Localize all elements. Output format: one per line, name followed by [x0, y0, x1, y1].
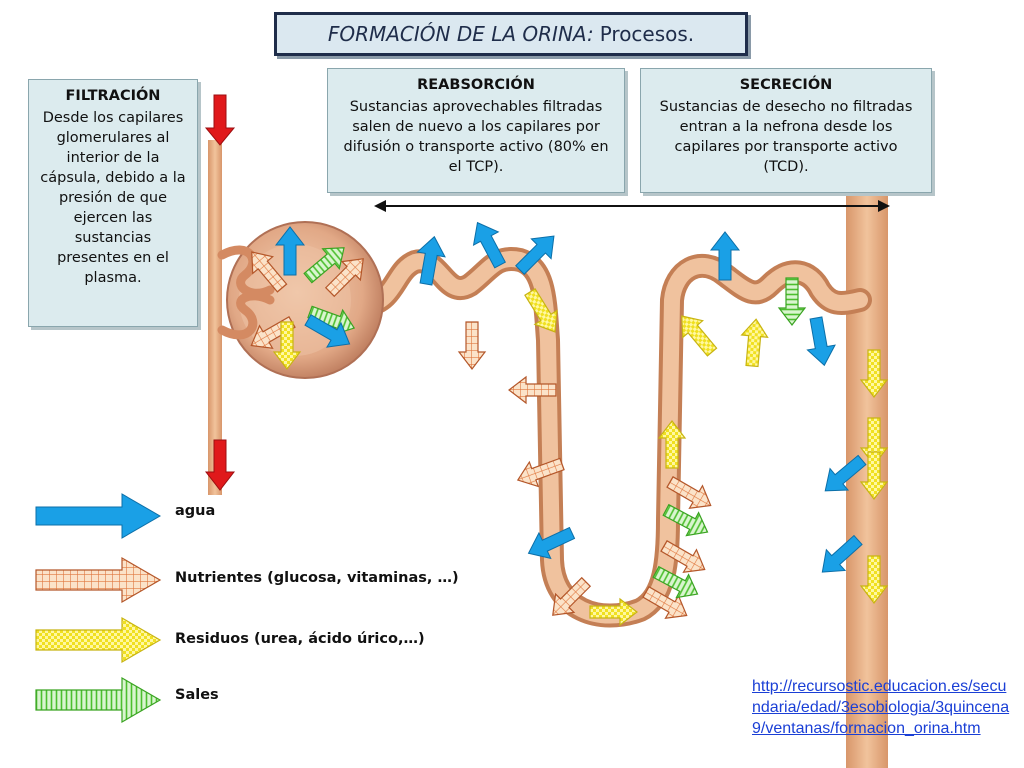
- secrecion-box: SECRECIÓN Sustancias de desecho no filtr…: [640, 68, 932, 193]
- legend-arrows: [35, 493, 162, 724]
- legend-label-agua: agua: [175, 503, 216, 519]
- legend-label-nutrientes: Nutrientes (glucosa, vitaminas, …): [175, 570, 459, 586]
- blood-out-arrow: [204, 439, 236, 491]
- filtracion-box: FILTRACIÓN Desde los capilares glomerula…: [28, 79, 198, 327]
- nutrient-arrow: [458, 321, 486, 370]
- blood-vessel: [208, 140, 222, 495]
- filtracion-heading: FILTRACIÓN: [65, 88, 161, 104]
- glomerulus: [217, 245, 275, 340]
- legend-label-sales: Sales: [175, 687, 219, 703]
- legend-label-residuos: Residuos (urea, ácido úrico,…): [175, 631, 425, 647]
- page-title: FORMACIÓN DE LA ORINA: Procesos.: [274, 12, 748, 56]
- water-arrow: [801, 315, 839, 369]
- secrecion-text: Sustancias de desecho no filtradas entra…: [659, 99, 913, 175]
- legend-agua-arrow: [35, 493, 161, 539]
- title-main: FORMACIÓN DE LA ORINA:: [327, 22, 594, 46]
- legend-sales-arrow: [35, 676, 162, 724]
- collecting-duct: [846, 190, 888, 768]
- tubule-range-arrow: [374, 200, 890, 212]
- blood-in-arrow: [204, 94, 236, 146]
- secrecion-heading: SECRECIÓN: [739, 77, 833, 93]
- legend-nutrientes-arrow: [35, 556, 162, 604]
- source-link[interactable]: http://recursostic.educacion.es/secundar…: [752, 678, 1010, 737]
- legend-residuos-arrow: [35, 616, 162, 664]
- title-sub: Procesos.: [599, 22, 695, 46]
- reabsorcion-text: Sustancias aprovechables filtradas salen…: [343, 99, 609, 175]
- reabsorcion-heading: REABSORCIÓN: [417, 77, 535, 93]
- reabsorcion-box: REABSORCIÓN Sustancias aprovechables fil…: [327, 68, 625, 193]
- filtracion-text: Desde los capilares glomerulares al inte…: [40, 110, 186, 286]
- residue-arrow: [738, 317, 770, 368]
